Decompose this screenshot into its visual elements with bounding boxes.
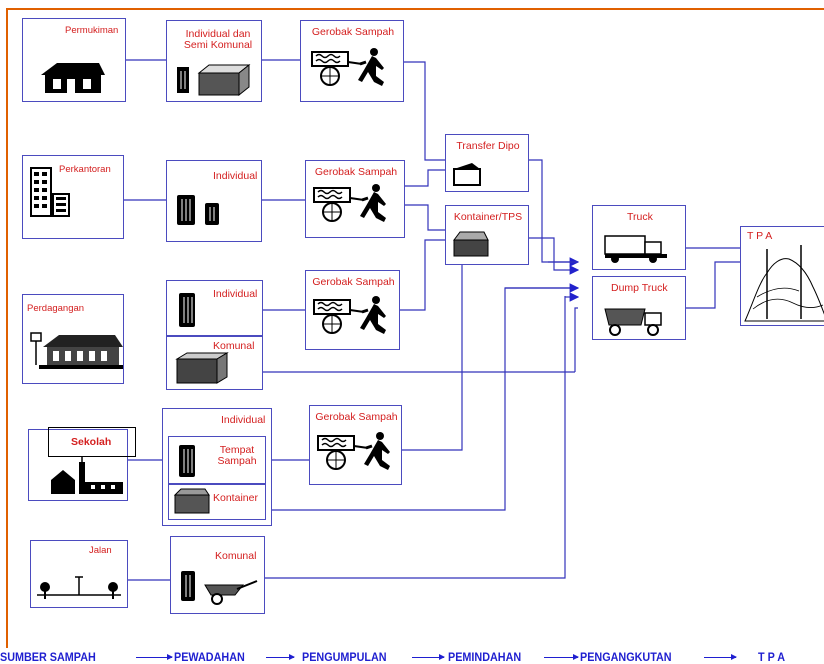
container-komunal-road-box: Komunal [170,536,265,614]
gerobak-label-3: Gerobak Sampah [312,276,395,288]
gerobak-box-4: Gerobak Sampah [309,405,402,485]
footer-stage-tpa: T P A [758,650,786,664]
footer-stage-pewadahan: PEWADAHAN [174,650,245,664]
source-sekolah-label: Sekolah [71,436,112,448]
container-kontainer-school-label: Kontainer [213,492,258,504]
container-kontainer-school-box: Kontainer [168,484,266,520]
landfill-mound-icon [744,245,824,322]
truck-icon [604,235,667,263]
tpa-label: T P A [747,230,773,242]
container-individual-trade-label: Individual [213,288,258,300]
footer-arrow-3 [412,654,445,660]
footer-stage-pengangkutan: PENGANGKUTAN [580,650,672,664]
container-individual-trade-box: Individual [166,280,263,336]
gerobak-label-2: Gerobak Sampah [314,166,398,178]
transfer-dipo-box: Transfer Dipo [445,134,529,192]
tpa-box: T P A [740,226,824,326]
footer-arrow-4 [544,654,579,660]
trash-bins-icon [177,195,219,225]
transfer-dipo-label: Transfer Dipo [456,140,520,152]
trash-bin-icon-school [179,445,195,477]
dump-truck-box: Dump Truck [592,276,686,340]
diagram-frame [6,8,824,648]
footer-arrow-1 [136,654,173,660]
road-trees-icon [37,576,121,599]
gerobak-box-1: Gerobak Sampah [300,20,404,102]
school-building-icon [51,456,123,494]
communal-bin-box-icon [175,352,229,384]
gerobak-label-1: Gerobak Sampah [311,26,395,38]
container-individual-school-label: Individual [221,414,266,426]
footer-arrow-2 [266,654,295,660]
container-tempat-sampah-label: Tempat Sampah [217,444,257,467]
stage-footer: SUMBER SAMPAH PEWADAHAN PENGUMPULAN PEMI… [0,648,824,664]
footer-stage-pemindahan: PEMINDAHAN [448,650,522,664]
source-permukiman-label: Permukiman [65,25,119,36]
container-individual-semi-box: Individual dan Semi Komunal [166,20,262,102]
footer-arrow-5 [704,654,737,660]
trash-bin-and-bin-box-icon [177,63,251,97]
truck-label: Truck [627,211,653,223]
kontainer-tps-icon [453,231,489,257]
footer-stage-pengumpulan: PENGUMPULAN [302,650,387,664]
trash-bin-icon [179,293,195,327]
dump-truck-icon [604,308,662,336]
gerobak-box-2: Gerobak Sampah [305,160,405,238]
source-sekolah-box: Sekolah [28,429,128,501]
kontainer-tps-label: Kontainer/TPS [453,211,523,223]
source-jalan-box: Jalan [30,540,128,608]
kontainer-tps-box: Kontainer/TPS [445,205,529,265]
container-komunal-road-label: Komunal [215,550,257,562]
source-perdagangan-label: Perdagangan [27,303,85,314]
bin-and-wheelbarrow-icon [181,571,258,605]
house-icon [41,63,105,93]
container-komunal-trade-label: Komunal [213,340,255,352]
source-permukiman-box: Permukiman [22,18,126,102]
footer-stage-sumber: SUMBER SAMPAH [0,650,96,664]
dump-truck-label: Dump Truck [611,282,668,294]
office-building-icon [30,167,70,217]
container-individual-office-label: Individual [213,170,258,182]
container-individual-semi-label: Individual dan Semi Komunal [183,28,253,51]
truck-box: Truck [592,205,686,270]
source-perdagangan-box: Perdagangan [22,294,124,384]
source-perkantoran-box: Perkantoran [22,155,124,239]
shop-building-icon [30,332,123,369]
transfer-dipo-icon [453,163,481,186]
container-bin-icon [173,488,210,514]
source-jalan-label: Jalan [89,545,112,556]
source-perkantoran-label: Perkantoran [59,164,111,175]
container-komunal-trade-box: Komunal [166,336,263,390]
sekolah-highlight-frame [48,427,136,457]
container-individual-office-box: Individual [166,160,262,242]
gerobak-label-4: Gerobak Sampah [315,411,398,423]
container-tempat-sampah-box: Tempat Sampah [168,436,266,484]
gerobak-box-3: Gerobak Sampah [305,270,400,350]
